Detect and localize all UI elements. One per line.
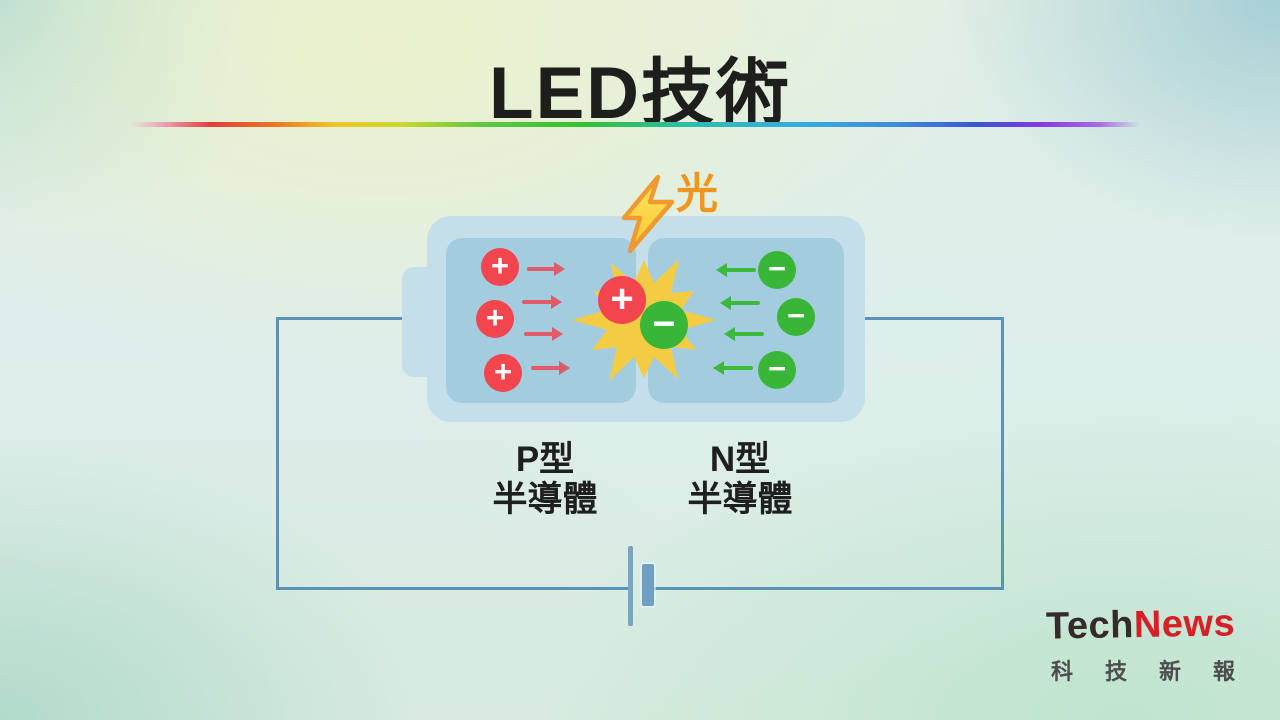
rainbow-divider <box>130 122 1140 127</box>
technews-logo: TechNews 科技新報 <box>1045 602 1235 686</box>
electron-flow-arrow-icon <box>716 262 756 277</box>
electron-flow-arrow-icon <box>720 295 760 310</box>
n-type-label-line1: N型 <box>709 440 771 479</box>
n-type-label-line2: 半導體 <box>687 480 793 519</box>
light-label: 光 <box>676 170 719 217</box>
junction-hole-particle: + <box>598 276 646 324</box>
junction-electron-particle: − <box>640 301 688 349</box>
logo-text-tech: Tech <box>1045 604 1135 648</box>
p-type-label-line2: 半導體 <box>492 480 598 519</box>
hole-flow-arrow-icon <box>531 360 570 375</box>
wire-bottom-left <box>276 587 630 590</box>
hole-particle: + <box>481 248 519 286</box>
p-type-label: P型 半導體 <box>455 440 635 520</box>
technews-logo-subtitle: 科技新報 <box>1050 659 1267 684</box>
logo-text-news: News <box>1133 602 1236 647</box>
lightning-bolt-icon <box>621 174 675 254</box>
electron-flow-arrow-icon <box>724 326 764 341</box>
electron-particle: − <box>758 251 796 289</box>
hole-particle: + <box>476 300 514 338</box>
p-type-label-line1: P型 <box>515 440 575 479</box>
electron-particle: − <box>758 351 796 389</box>
wire-left-top <box>276 317 404 320</box>
wire-right-vertical <box>1001 317 1004 590</box>
wire-right-top <box>863 317 1004 320</box>
hole-flow-arrow-icon <box>522 294 562 309</box>
battery-positive-plate-icon <box>628 546 633 626</box>
hole-flow-arrow-icon <box>527 261 565 276</box>
page-title: LED技術 <box>489 53 791 134</box>
wire-bottom-right <box>652 587 1004 590</box>
n-type-label: N型 半導體 <box>650 440 830 520</box>
hole-flow-arrow-icon <box>524 326 563 341</box>
battery-negative-plate-icon <box>642 564 654 606</box>
hole-particle: + <box>484 354 522 392</box>
electron-particle: − <box>777 298 815 336</box>
wire-left-vertical <box>276 317 279 590</box>
electron-flow-arrow-icon <box>713 360 753 375</box>
technews-logo-wordmark: TechNews <box>1045 602 1235 648</box>
